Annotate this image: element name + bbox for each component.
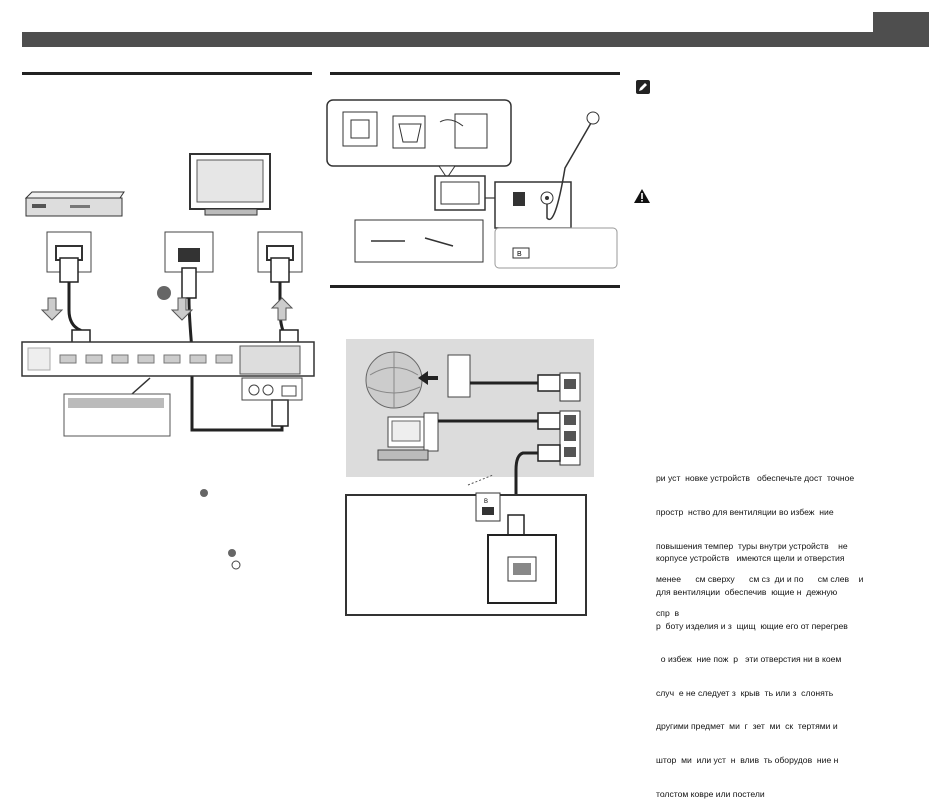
text-line: простр нство для вентиляции во избеж ние bbox=[656, 507, 834, 518]
arrow-left-icon bbox=[418, 371, 438, 385]
warning-triangle-icon bbox=[633, 188, 651, 209]
lan-port-label: B bbox=[484, 499, 488, 505]
text-line: ри уст новке устройств обеспечьте дост т… bbox=[656, 473, 855, 484]
player-illustration bbox=[24, 191, 125, 217]
text-line: для вентиляции обеспечив ющие н дежную bbox=[656, 587, 838, 598]
network-diagram: B bbox=[345, 339, 594, 616]
note-pencil-icon bbox=[636, 80, 650, 94]
text-line: р боту изделия и з щищ ющие его от перег… bbox=[656, 620, 848, 631]
text-line: повышения темпер туры внутри устройств н… bbox=[656, 540, 848, 551]
text-line: менее см сверху см сз ди и по см слев и bbox=[656, 574, 864, 585]
section-rule-left bbox=[22, 72, 312, 75]
modem-illustration bbox=[447, 354, 471, 398]
header-bar bbox=[22, 32, 929, 47]
text-line: другими предмет ми г зет ми ск тертями и bbox=[656, 721, 838, 732]
section-rule-network bbox=[330, 285, 620, 288]
warning-paragraph-1: ри уст новке устройств обеспечьте дост т… bbox=[656, 451, 863, 630]
text-line: корпусе устройств имеются щели и отверст… bbox=[656, 553, 845, 564]
antenna-port-label: B bbox=[517, 251, 522, 258]
antenna-terminal bbox=[494, 181, 572, 229]
warning-paragraph-2: корпусе устройств имеются щели и отверст… bbox=[656, 531, 848, 811]
text-line: спр в bbox=[656, 607, 680, 618]
circle-marker bbox=[157, 286, 171, 300]
text-line: о избеж ние пож р эти отверстия ни в кое… bbox=[656, 654, 842, 665]
text-line: штор ми или уст н влив ть оборудов ние н bbox=[656, 755, 839, 766]
antenna-diagram: B bbox=[326, 99, 618, 269]
section-rule-middle bbox=[330, 72, 620, 75]
circle-marks bbox=[200, 489, 241, 570]
text-line: случ е не следует з крыв ть или з слонят… bbox=[656, 687, 834, 698]
text-line: толстом ковре или постели bbox=[656, 788, 765, 799]
hdmi-connection-diagram bbox=[21, 153, 315, 437]
tv-illustration bbox=[189, 153, 271, 216]
page-tab bbox=[873, 12, 929, 34]
